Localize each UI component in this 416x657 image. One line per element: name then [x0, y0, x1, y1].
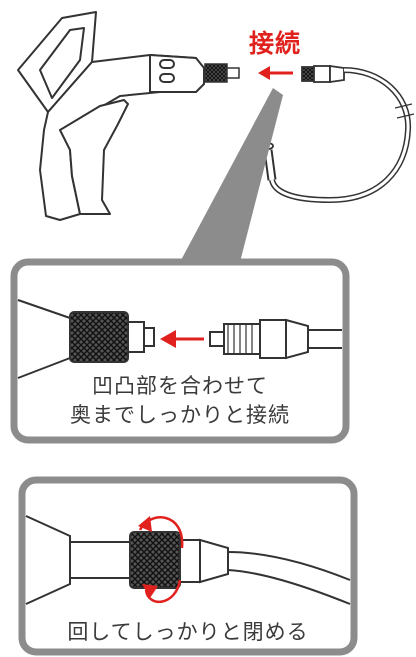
- step2-instruction: 回してしっかりと閉める: [67, 620, 309, 644]
- scope-device: [17, 11, 205, 221]
- step1-instruction-line2: 奥までしっかりと接続: [70, 403, 290, 427]
- camera-cable: [262, 64, 415, 204]
- zoom-callout-wedge: [180, 88, 283, 262]
- device-connector: [204, 63, 240, 83]
- step1-illustration: [17, 299, 342, 379]
- connect-arrow-large: [160, 330, 204, 348]
- connect-title: 接続: [249, 29, 302, 58]
- step1-instruction-line1: 凹凸部を合わせて: [92, 374, 268, 398]
- rotate-arrow: [138, 516, 184, 604]
- step2-illustration: [25, 515, 351, 605]
- step1-frame: [10, 258, 350, 444]
- connect-arrow-small: [258, 66, 293, 80]
